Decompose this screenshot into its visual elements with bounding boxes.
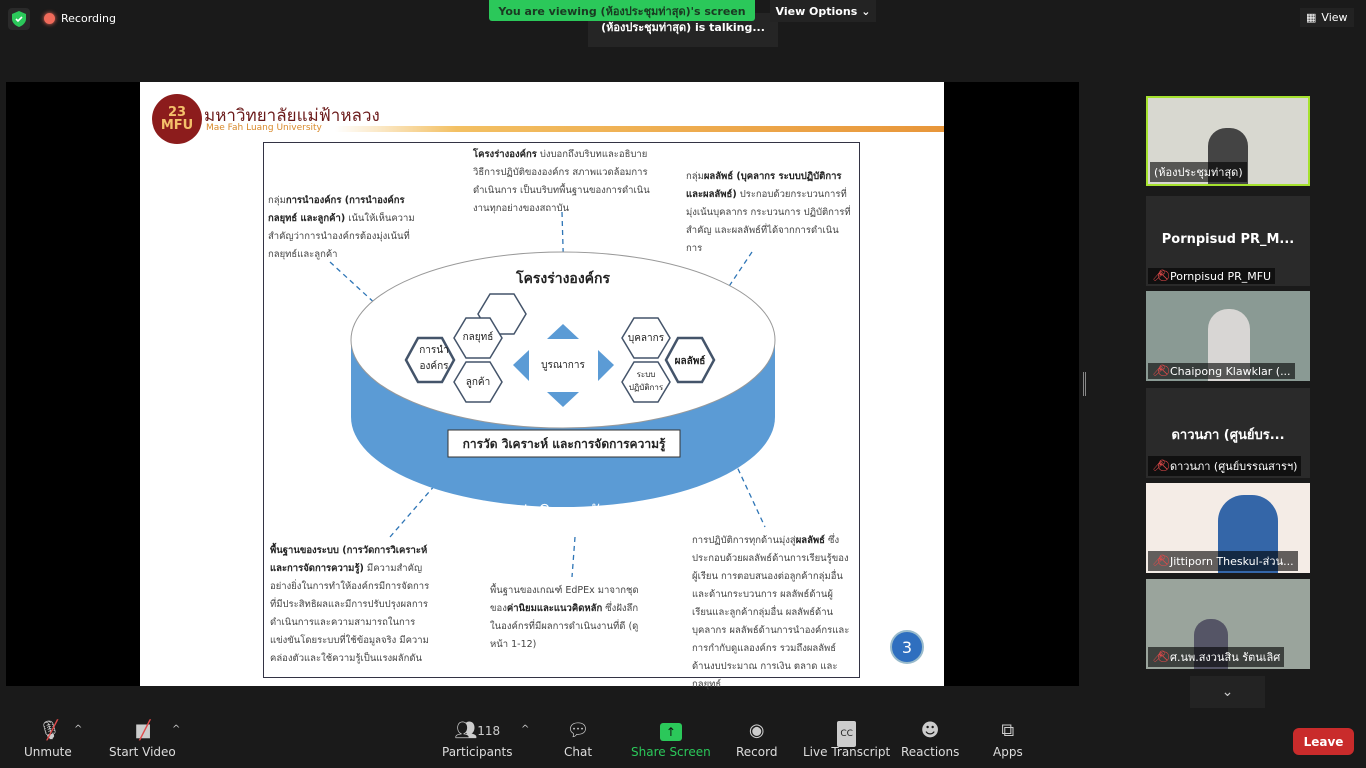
note-results: การปฏิบัติการทุกด้านมุ่งสู่ผลลัพธ์ ซึ่งป… [692,535,850,690]
unmute-button[interactable]: 🎙︎╱ Unmute [24,720,72,759]
note-leadership: กลุ่มการนำองค์กร (การนำองค์กร กลยุทธ์ แล… [268,195,415,260]
view-button[interactable]: ▦ View [1300,8,1354,27]
unmute-label: Unmute [24,745,72,759]
mic-muted-icon: 🎤︎⃠ [1152,364,1166,377]
hex-results: ผลลัพธ์ [674,356,706,367]
record-button[interactable]: ◉ Record [736,720,777,759]
mic-muted-icon: 🎤︎⃠ [1152,650,1166,663]
record-dot-icon [44,13,55,24]
closed-caption-icon: CC [837,720,856,747]
resize-handle[interactable] [1083,372,1086,396]
participant-tile[interactable]: ดาวนภา (ศูนย์บร... 🎤︎⃠ดาวนภา (ศูนย์บรรณส… [1146,388,1310,478]
live-transcript-label: Live Transcript [803,745,891,759]
share-screen-icon: ↑ [659,720,682,742]
share-screen-button[interactable]: ↑ Share Screen [631,720,711,759]
hex-operations: ระบบ ปฏิบัติการ [628,370,664,392]
recording-label: Recording [61,12,117,25]
view-options-label: View Options [775,4,858,18]
mic-muted-icon: 🎙︎╱ [38,720,61,741]
participant-tile[interactable]: 🎤︎⃠Jittiporn Theskul-ส่วน... [1146,483,1310,573]
hex-strategy: กลยุทธ์ [462,332,494,343]
view-options-button[interactable]: View Options⌄ [770,0,876,22]
logo-number: 23 [167,105,187,120]
video-off-icon: ■╱ [134,720,152,741]
disc-title: โครงร่างองค์กร [515,271,611,287]
audio-options-caret[interactable]: ^ [74,724,83,735]
participant-name: 🎤︎⃠ศ.นพ.สงวนสิน รัตนเลิศ [1148,647,1285,667]
measurement-box [447,429,681,458]
video-options-caret[interactable]: ^ [172,724,181,735]
apps-button[interactable]: ⧉ Apps [993,720,1023,759]
university-name-thai: มหาวิทยาลัยแม่ฟ้าหลวง [204,106,380,126]
share-screen-label: Share Screen [631,745,711,759]
start-video-label: Start Video [109,745,176,759]
participant-display-name: ดาวนภา (ศูนย์บร... [1171,428,1285,443]
security-shield-icon[interactable] [8,8,30,30]
view-label: View [1321,11,1348,24]
recording-indicator[interactable]: Recording [44,12,116,25]
participant-tile[interactable]: 🎤︎⃠ศ.นพ.สงวนสิน รัตนเลิศ [1146,579,1310,669]
note-system-foundation: พื้นฐานของระบบ (การวัดการวิเคราะห์และการ… [270,545,430,664]
logo-abbr: MFU [160,118,194,133]
page-number: 3 [890,630,924,664]
chat-icon: 💬︎ [566,720,590,741]
measurement-label: การวัด วิเคราะห์ และการจัดการความรู้ [462,437,666,451]
participant-tile[interactable]: 🎤︎⃠Chaipong Klawklar (... [1146,291,1310,381]
note-core-values: พื้นฐานของเกณฑ์ EdPEx มาจากชุดของค่านิยม… [490,585,639,650]
apps-label: Apps [993,745,1023,759]
integration-arrows [513,324,614,407]
scroll-down-button[interactable]: ⌄ [1190,676,1265,708]
participant-tile[interactable]: (ห้องประชุมท่าสุด) [1146,96,1310,186]
integration-label: บูรณาการ [541,360,585,371]
mic-muted-icon: 🎤︎⃠ [1152,554,1166,567]
apps-icon: ⧉ [1001,720,1015,741]
note-organizational-profile: โครงร่างองค์กร บ่งบอกถึงบริบทและอธิบายวิ… [473,149,650,214]
participant-name: 🎤︎⃠ดาวนภา (ศูนย์บรรณสารฯ) [1148,456,1302,476]
participant-name: 🎤︎⃠Jittiporn Theskul-ส่วน... [1148,551,1298,571]
core-values-label: ค่านิยมหลัก [515,502,611,524]
participant-name: 🎤︎⃠Pornpisud PR_MFU [1148,268,1276,284]
participant-name: (ห้องประชุมท่าสุด) [1150,162,1247,182]
chat-label: Chat [564,745,593,759]
grid-icon: ▦ [1306,11,1317,24]
chevron-down-icon: ⌄ [1221,684,1234,700]
start-video-button[interactable]: ■╱ Start Video [109,720,176,759]
talking-text: (ห้องประชุมท่าสุด) is talking... [601,21,765,34]
mic-muted-icon: 🎤︎⃠ [1152,459,1166,472]
participants-label: Participants [442,745,513,759]
chat-button[interactable]: 💬︎ Chat [564,720,592,759]
hex-leadership: การนำ องค์กร [419,345,449,372]
record-icon: ◉ [748,720,765,741]
reaction-emoji-icon: ☻ [920,720,940,741]
hex-customer: ลูกค้า [465,377,491,388]
chevron-down-icon: ⌄ [861,4,871,18]
participants-icon: 👥︎118 [454,720,501,741]
reactions-label: Reactions [901,745,960,759]
record-label: Record [736,745,778,759]
slide-frame [263,142,860,678]
participant-display-name: Pornpisud PR_M... [1161,232,1295,247]
university-name-english: Mae Fah Luang University [206,123,322,133]
framework-diagram [329,211,776,578]
mic-muted-icon: 🎤︎⃠ [1152,269,1166,282]
participant-tile[interactable]: Pornpisud PR_M... 🎤︎⃠Pornpisud PR_MFU [1146,196,1310,286]
header-divider [335,126,944,132]
participant-name: 🎤︎⃠Chaipong Klawklar (... [1148,363,1295,379]
hex-workforce: บุคลากร [627,333,665,344]
participant-count: 118 [477,724,501,738]
participants-options-caret[interactable]: ^ [521,724,530,735]
hexagons [404,293,716,403]
viewing-banner: You are viewing (ห้องประชุมท่าสุด)'s scr… [489,0,755,21]
reactions-button[interactable]: ☻ Reactions [901,720,959,759]
note-results-group: กลุ่มผลลัพธ์ (บุคลากร ระบบปฏิบัติการ และ… [686,171,851,254]
leave-button[interactable]: Leave [1293,728,1354,755]
